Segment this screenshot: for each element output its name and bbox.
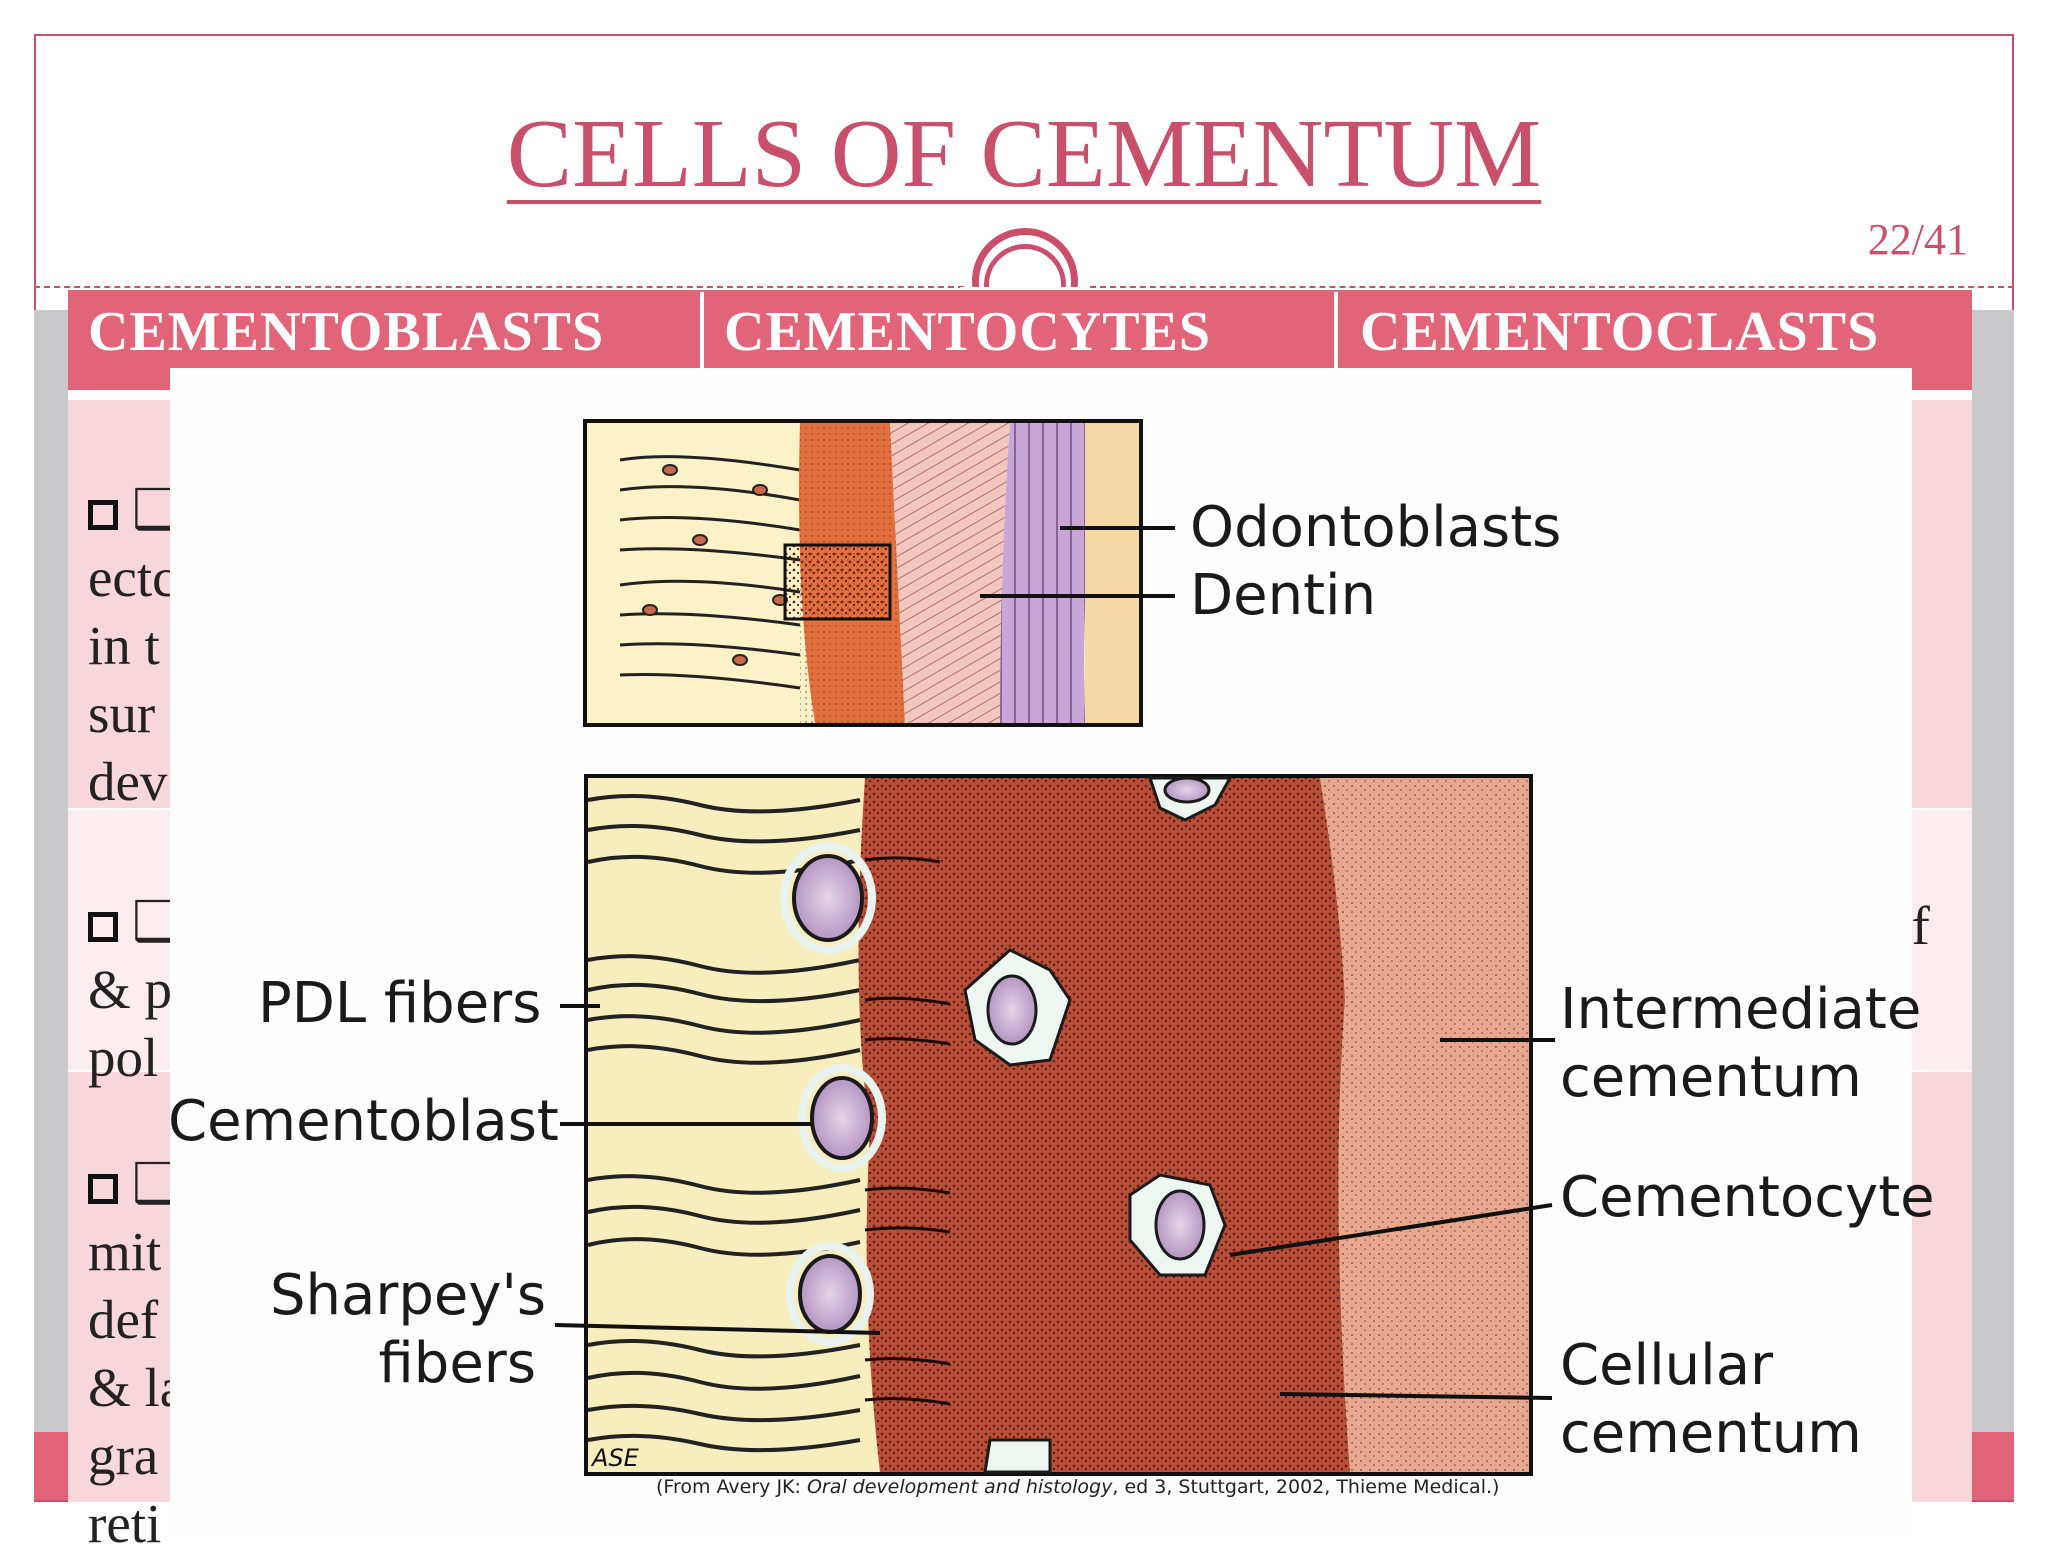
header-cementocytes: CEMENTOCYTES bbox=[724, 301, 1212, 363]
header-cementoblasts: CEMENTOBLASTS bbox=[88, 301, 605, 363]
label-cementocyte: Cementocyte bbox=[1560, 1165, 1935, 1230]
right-side-bar bbox=[1972, 310, 2014, 1440]
label-odontoblasts: Odontoblasts bbox=[1190, 495, 1562, 560]
dashed-divider-right bbox=[1090, 286, 2014, 288]
header-separator bbox=[700, 292, 704, 374]
artist-initials: ASE bbox=[590, 1444, 640, 1472]
header-separator bbox=[1334, 292, 1338, 374]
checkbox-bullet-icon bbox=[88, 1174, 118, 1204]
figure-caption: (From Avery JK: Oral development and his… bbox=[656, 1476, 1500, 1498]
bottom-strip-left bbox=[34, 1432, 68, 1500]
bottom-strip-right bbox=[1972, 1432, 2014, 1500]
label-cementoblast: Cementoblast bbox=[168, 1089, 559, 1154]
label-intermediate-cementum: Intermediate cementum bbox=[1560, 977, 1922, 1110]
label-pdl-fibers: PDL fibers bbox=[258, 971, 542, 1036]
tooth-section-large: ASE bbox=[554, 774, 1555, 1476]
checkbox-bullet-icon bbox=[88, 912, 118, 942]
page-number: 22/41 bbox=[1867, 215, 1968, 264]
left-side-bar bbox=[34, 310, 68, 1440]
label-sharpeys-fibers: Sharpey's fibers bbox=[270, 1263, 547, 1396]
header-cementoclasts: CEMENTOCLASTS bbox=[1360, 301, 1880, 363]
label-cellular-cementum: Cellular cementum bbox=[1560, 1333, 1862, 1466]
dashed-divider-left bbox=[34, 286, 964, 288]
label-dentin: Dentin bbox=[1190, 563, 1377, 628]
checkbox-bullet-icon bbox=[88, 500, 118, 530]
tooth-section-small bbox=[583, 419, 1175, 727]
slide-title: CELLS OF CEMENTUM bbox=[506, 100, 1542, 208]
